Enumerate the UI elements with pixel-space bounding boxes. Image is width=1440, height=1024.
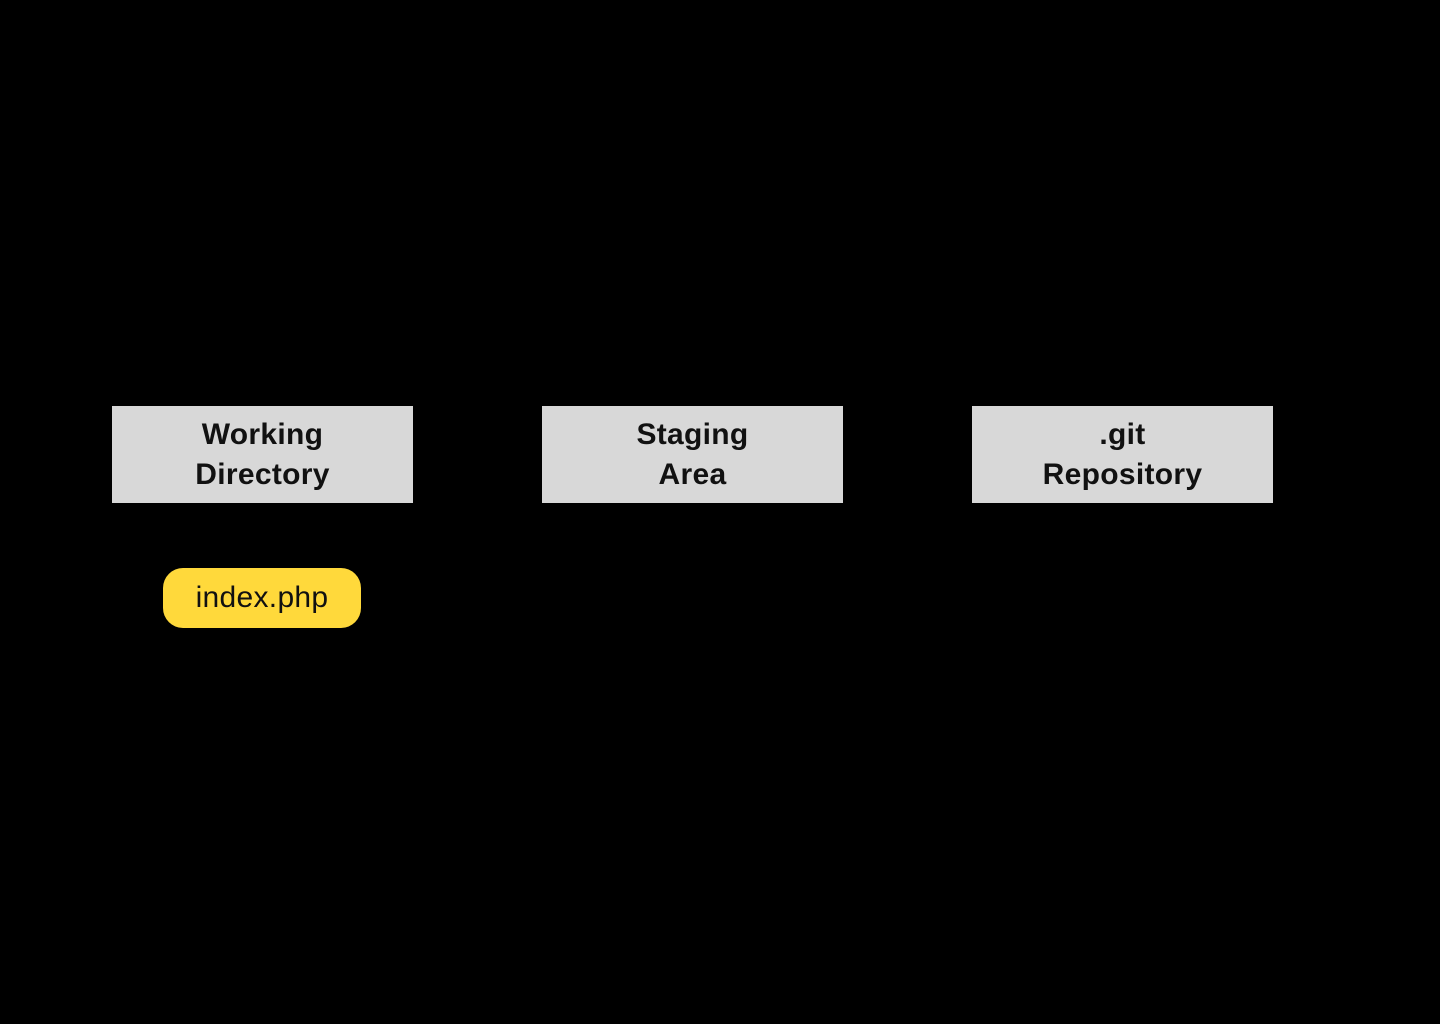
- git-repository-label-line2: Repository: [1042, 457, 1203, 491]
- working-directory-label-line1: Working: [201, 417, 324, 451]
- git-repository-box: .git Repository: [972, 406, 1273, 503]
- git-repository-label-line1: .git: [1099, 417, 1146, 451]
- working-directory-label-line2: Directory: [195, 457, 330, 491]
- staging-area-box: Staging Area: [542, 406, 843, 503]
- staging-area-label-line2: Area: [658, 457, 727, 491]
- file-node-index-php: index.php: [163, 568, 361, 628]
- working-directory-box: Working Directory: [112, 406, 413, 503]
- file-node-index-php-label: index.php: [195, 581, 329, 614]
- staging-area-label-line1: Staging: [636, 417, 749, 451]
